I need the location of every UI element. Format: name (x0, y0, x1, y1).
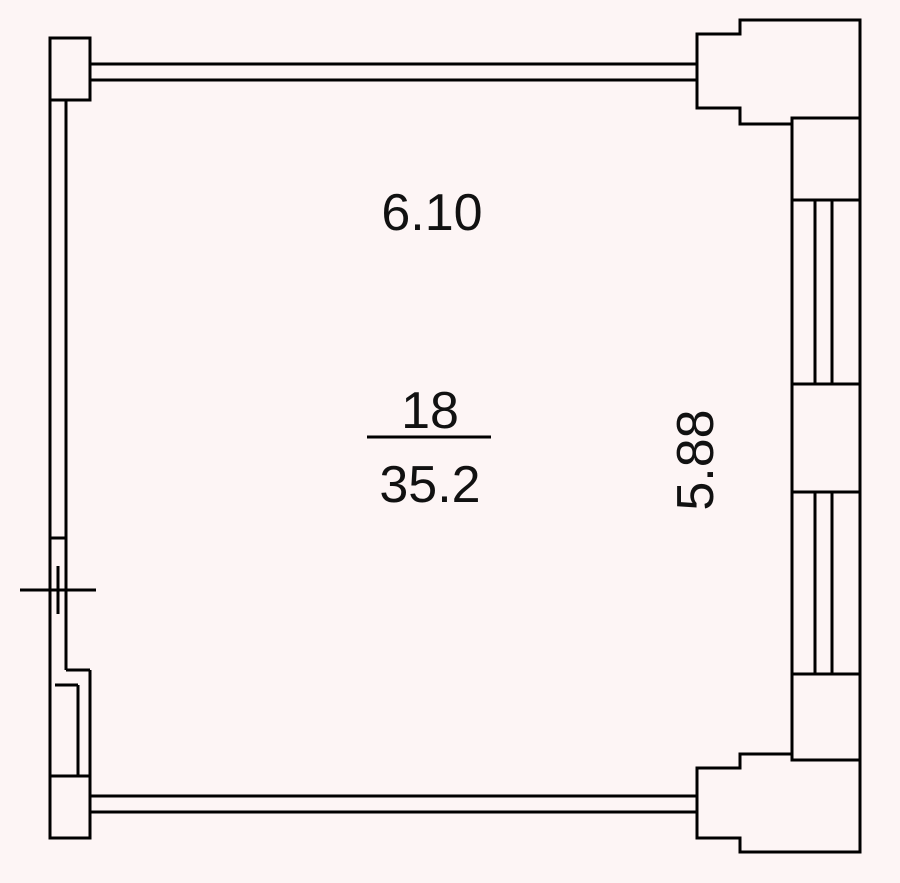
entrance-marker (20, 566, 96, 614)
room-area: 35.2 (379, 456, 480, 514)
length-label: 5.88 (667, 409, 725, 510)
window-lower-frame (790, 490, 862, 676)
top-right-corner-block (695, 18, 862, 126)
window-upper-frame (790, 198, 862, 386)
walls (48, 18, 862, 854)
room-number: 18 (401, 382, 459, 440)
width-label: 6.10 (381, 184, 482, 242)
right-windows (790, 198, 862, 676)
bottom-left-pillar (48, 774, 92, 840)
top-left-pillar (48, 36, 92, 102)
